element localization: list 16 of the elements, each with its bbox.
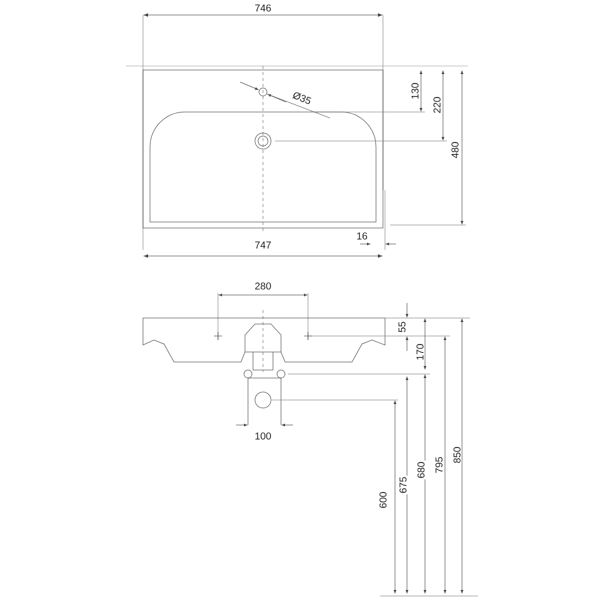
dimension-label: 746 [254, 3, 272, 13]
dimension-label: 747 [254, 240, 272, 250]
dimension-label: 16 [355, 231, 369, 241]
dimension-label: 480 [450, 140, 460, 160]
dimension-label: 600 [378, 490, 388, 510]
dimension-label: Ø35 [290, 90, 314, 106]
dimension-label: 280 [254, 281, 272, 291]
dimension-label: 55 [398, 320, 406, 334]
dimension-label: 850 [452, 446, 462, 464]
dimension-label: 130 [410, 82, 420, 100]
dimension-label: 680 [416, 460, 426, 480]
dimension-label: 100 [254, 431, 272, 441]
dimension-label: 795 [434, 456, 444, 474]
dimension-label: 170 [415, 342, 425, 362]
dimension-label: 675 [398, 476, 408, 494]
dimension-label: 220 [432, 96, 442, 114]
